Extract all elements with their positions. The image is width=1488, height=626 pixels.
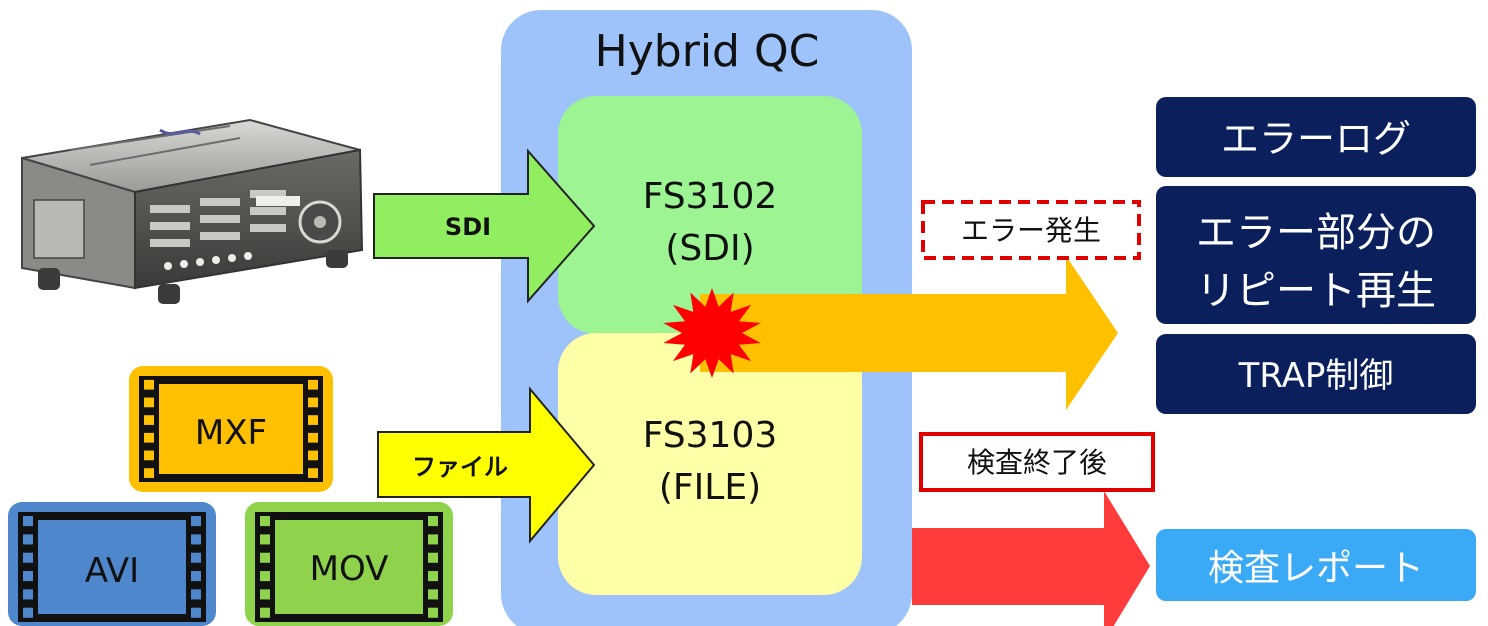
error-burst-icon (663, 288, 761, 378)
mov-label: MOV (310, 549, 389, 589)
repeat-playback-line2: リピート再生 (1196, 268, 1436, 314)
fs3102-model: FS3102 (643, 176, 778, 217)
hybrid-qc-title: Hybrid QC (595, 26, 820, 77)
fs3103-file-unit (558, 333, 862, 595)
inspection-report-label: 検査レポート (1208, 548, 1424, 589)
mxf-file-tile: MXF (129, 366, 333, 492)
mxf-label: MXF (195, 413, 267, 453)
error-log-label: エラーログ (1221, 117, 1411, 161)
fs3103-type: (FILE) (659, 467, 761, 508)
after-inspection-tag (919, 432, 1155, 492)
repeat-playback-box (1156, 186, 1476, 324)
broadcast-deck-device-icon (21, 118, 364, 304)
repeat-playback-line1: エラー部分の (1196, 210, 1436, 256)
avi-file-tile: AVI (8, 502, 216, 626)
file-input-arrow (377, 386, 596, 544)
error-occurrence-label: エラー発生 (961, 214, 1101, 247)
after-inspection-label: 検査終了後 (967, 446, 1107, 479)
sdi-input-label: SDI (445, 213, 491, 241)
fs3102-sdi-unit (558, 96, 862, 334)
film-strip-icon (18, 512, 206, 622)
file-input-label: ファイル (412, 453, 508, 481)
sdi-input-arrow (373, 148, 596, 304)
inspection-report-box (1156, 529, 1476, 601)
mov-file-tile: MOV (245, 502, 453, 626)
trap-control-box (1156, 334, 1476, 414)
fs3103-model: FS3103 (643, 415, 778, 456)
film-strip-icon (139, 376, 323, 482)
film-strip-icon (255, 512, 443, 622)
fs3102-type: (SDI) (665, 228, 754, 269)
report-output-arrow (912, 491, 1150, 626)
error-occurrence-tag (921, 200, 1141, 260)
trap-control-label: TRAP制御 (1238, 356, 1394, 396)
error-output-arrow (700, 256, 1118, 410)
avi-label: AVI (85, 551, 139, 591)
error-log-box (1156, 97, 1476, 177)
